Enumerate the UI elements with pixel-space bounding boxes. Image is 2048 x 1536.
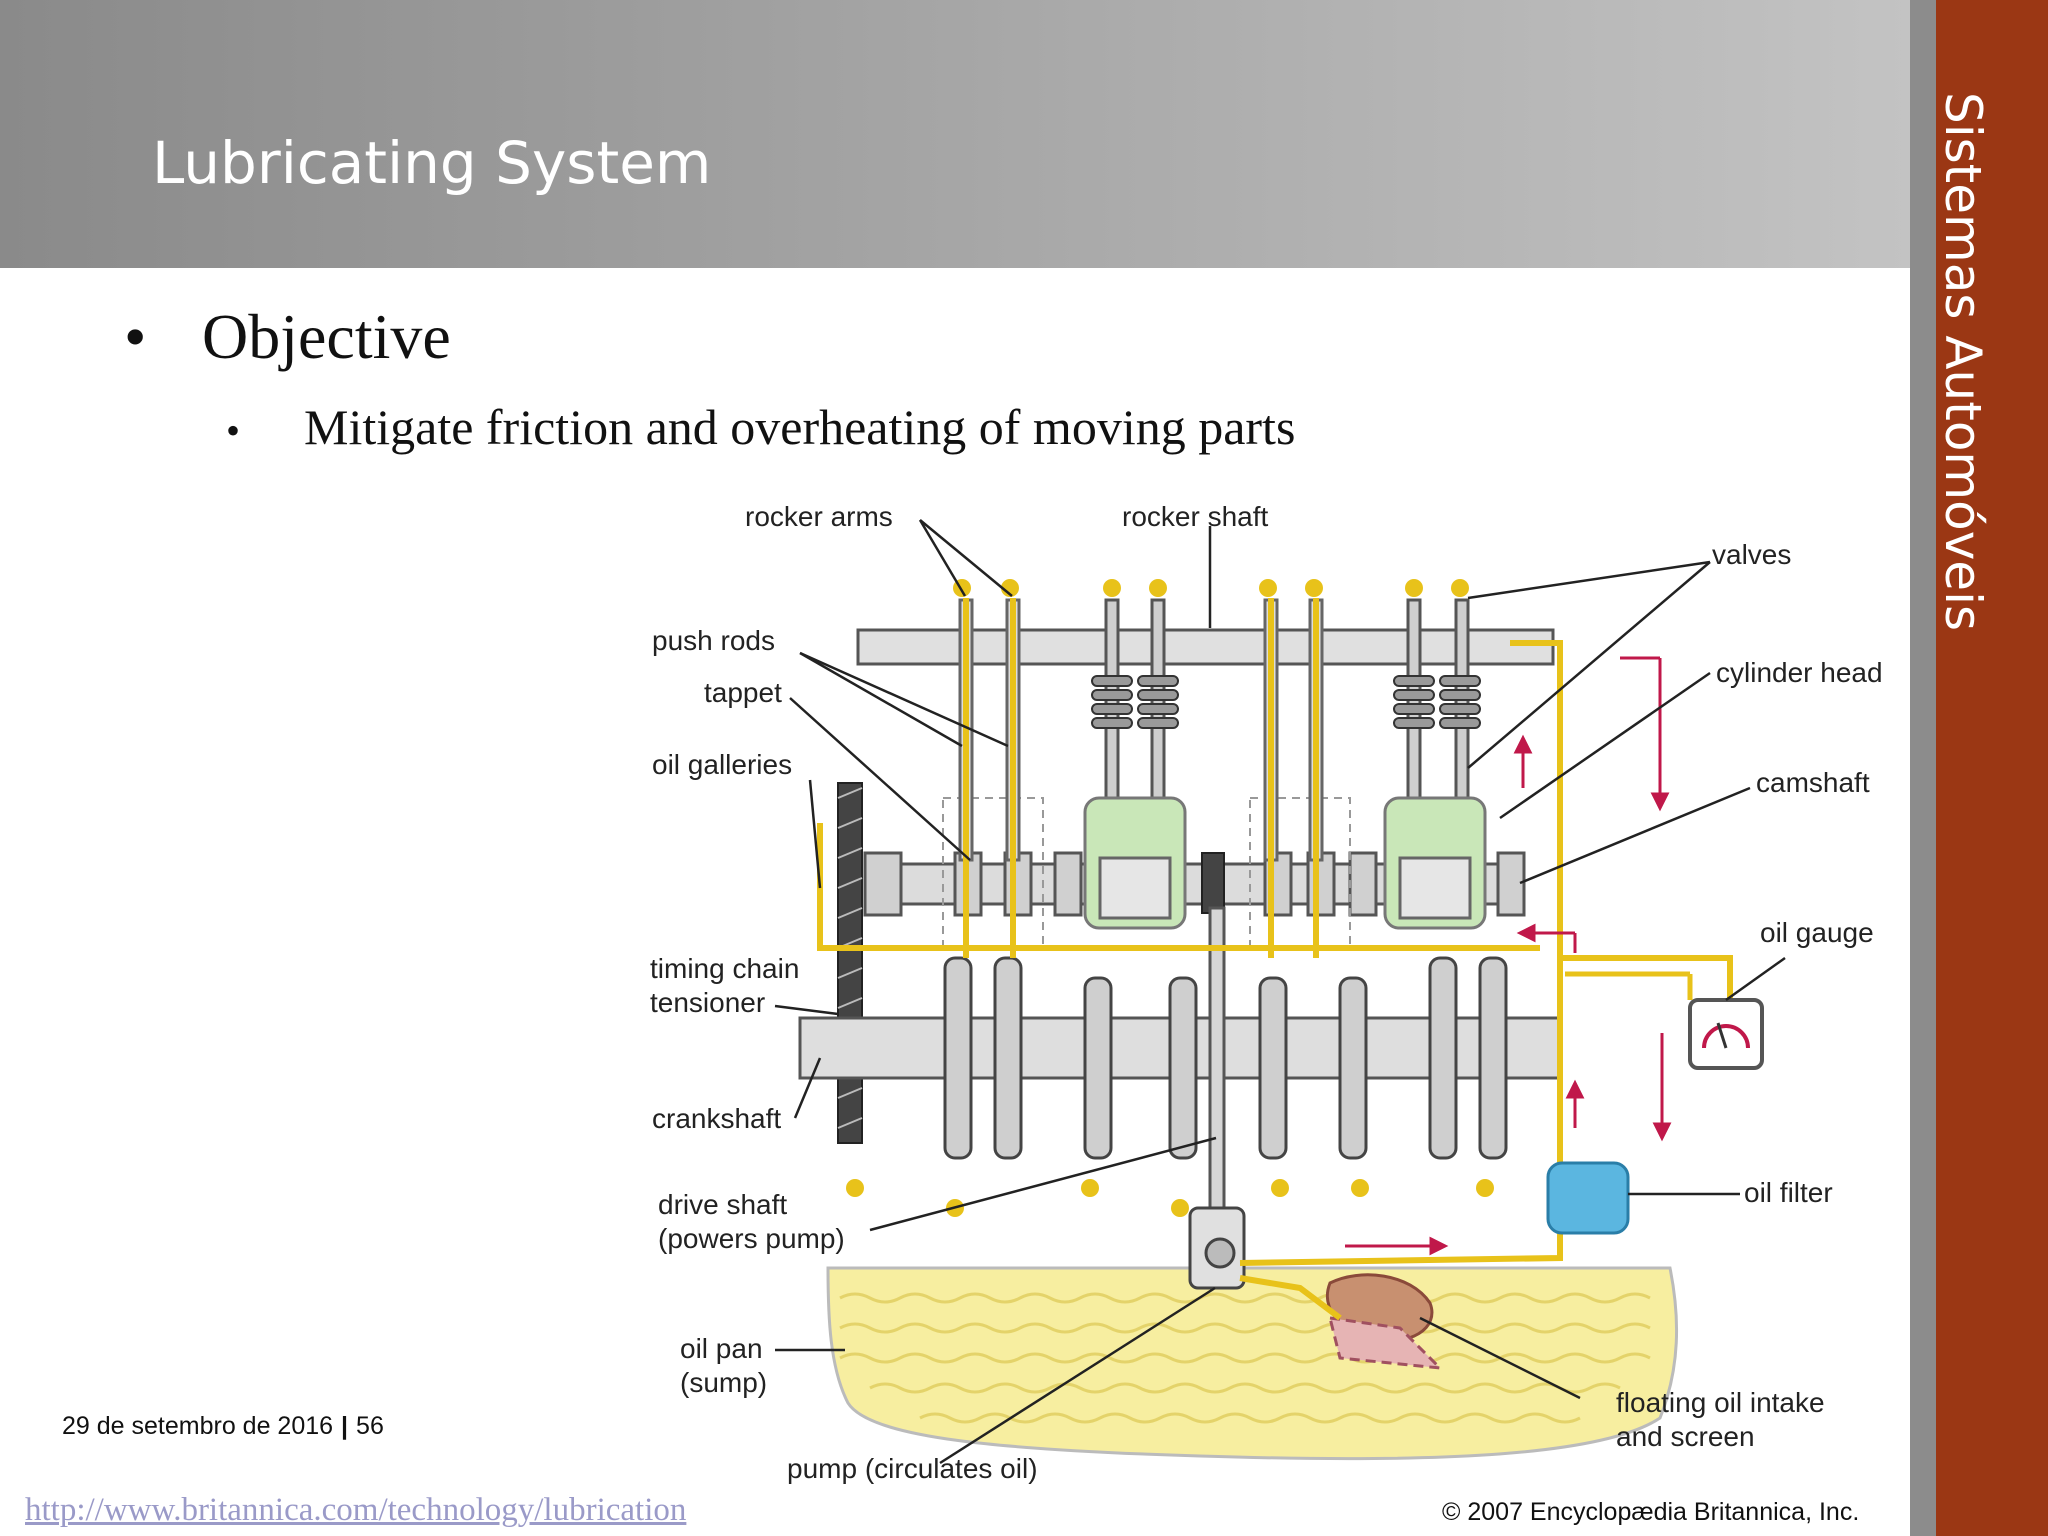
oil-gauge: [1688, 998, 1764, 1070]
timing-chain: [837, 782, 863, 1144]
label-valves: valves: [1712, 539, 1791, 570]
label-cylinder-head: cylinder head: [1716, 657, 1883, 688]
oil-lines: [817, 598, 1733, 1321]
slide-title: Lubricating System: [152, 129, 712, 197]
label-oil-pan-2: (sump): [680, 1367, 767, 1398]
lubrication-diagram: rocker arms rocker shaft valves push rod…: [650, 501, 1883, 1526]
label-oil-galleries: oil galleries: [652, 749, 792, 780]
footer-separator: |: [341, 1412, 349, 1440]
label-oil-filter: oil filter: [1744, 1177, 1833, 1208]
copyright-note: © 2007 Encyclopædia Britannica, Inc.: [1442, 1498, 1859, 1526]
label-rocker-shaft: rocker shaft: [1122, 501, 1268, 532]
bullet-text: Objective: [202, 301, 451, 372]
flow-arrows: [1345, 656, 1672, 1256]
bullet-text: Mitigate friction and overheating of mov…: [304, 399, 1296, 455]
oil-filter: [1546, 1161, 1630, 1235]
oil-pan: [826, 1266, 1679, 1461]
label-tappet: tappet: [704, 677, 782, 708]
source-link[interactable]: http://www.britannica.com/technology/lub…: [25, 1492, 687, 1528]
side-divider: [1910, 0, 1936, 1536]
label-drive-shaft-2: (powers pump): [658, 1223, 845, 1254]
label-pump: pump (circulates oil): [787, 1453, 1038, 1484]
label-camshaft: camshaft: [1756, 767, 1870, 798]
page-number: 56: [356, 1412, 384, 1440]
bullet-marker: •: [226, 408, 241, 453]
label-push-rods: push rods: [652, 625, 775, 656]
rocker-shaft: [856, 628, 1555, 666]
footer-date: 29 de setembro de 2016: [62, 1412, 334, 1440]
side-label: Sistemas Automóveis: [1934, 92, 1992, 632]
bullet-marker: •: [124, 301, 147, 372]
label-rocker-arms: rocker arms: [745, 501, 893, 532]
label-floating-intake-2: and screen: [1616, 1421, 1755, 1452]
bullet-objective: • Objective: [124, 300, 451, 374]
label-timing-chain: timing chain: [650, 953, 799, 984]
label-floating-intake: floating oil intake: [1616, 1387, 1825, 1418]
label-oil-pan: oil pan: [680, 1333, 763, 1364]
bullet-sub: • Mitigate friction and overheating of mo…: [226, 398, 1295, 456]
label-crankshaft: crankshaft: [652, 1103, 781, 1134]
side-band: [1936, 0, 2048, 1536]
label-timing-chain-2: tensioner: [650, 987, 765, 1018]
label-oil-gauge: oil gauge: [1760, 917, 1874, 948]
label-drive-shaft: drive shaft: [658, 1189, 787, 1220]
oil-waves: [839, 1292, 1651, 1424]
footer: 29 de setembro de 2016|56: [62, 1412, 384, 1441]
title-bar: Lubricating System: [0, 0, 1910, 268]
